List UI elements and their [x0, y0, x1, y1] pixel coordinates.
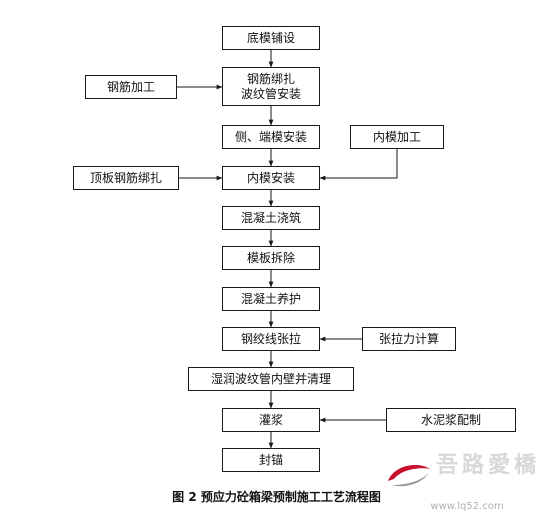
watermark-glyphs: 吾路愛橋 [436, 452, 541, 478]
flow-node-n6: 模板拆除 [222, 246, 320, 270]
flow-node-s1: 钢筋加工 [85, 75, 177, 99]
flow-node-label: 湿润波纹管内壁并清理 [210, 371, 331, 386]
figure-caption: 图 2 预应力砼箱梁预制施工工艺流程图 [172, 490, 381, 504]
flow-node-n11: 封锚 [222, 448, 320, 472]
flow-node-s2: 内模加工 [350, 125, 444, 149]
flow-node-n7: 混凝土养护 [222, 287, 320, 311]
flow-node-label: 混凝土浇筑 [240, 210, 301, 225]
flow-node-n3: 侧、端模安装 [222, 125, 320, 149]
flow-node-label: 侧、端模安装 [234, 129, 307, 144]
flow-edge-s2-n4 [319, 149, 398, 181]
flow-node-s3: 顶板钢筋绑扎 [73, 166, 179, 190]
flow-node-n9: 湿润波纹管内壁并清理 [188, 367, 354, 391]
flow-node-n1: 底模铺设 [222, 26, 320, 50]
flow-node-label: 模板拆除 [246, 250, 295, 265]
flow-node-label: 钢筋加工 [106, 79, 155, 94]
flow-node-n4: 内模安装 [222, 166, 320, 190]
watermark-logo-icon [388, 465, 430, 487]
flow-node-n2: 钢筋绑扎 波纹管安装 [222, 67, 320, 106]
flow-node-n8: 钢绞线张拉 [222, 327, 320, 351]
flow-node-label: 底模铺设 [246, 30, 295, 45]
flow-node-label: 张拉力计算 [378, 331, 439, 346]
flow-node-label: 内模加工 [372, 129, 421, 144]
flow-node-s5: 水泥浆配制 [386, 408, 516, 432]
flow-node-label: 混凝土养护 [240, 291, 301, 306]
flow-node-label: 水泥浆配制 [420, 412, 481, 427]
flow-node-label: 钢绞线张拉 [240, 331, 301, 346]
site-watermark: 吾路愛橋 www.lq52.com [382, 453, 552, 515]
flow-node-label: 内模安装 [246, 170, 295, 185]
flow-node-s4: 张拉力计算 [362, 327, 456, 351]
flow-node-label: 顶板钢筋绑扎 [89, 170, 162, 185]
flow-node-label: 灌浆 [258, 412, 283, 427]
flow-node-label: 封锚 [258, 452, 283, 467]
flow-node-n10: 灌浆 [222, 408, 320, 432]
watermark-url: www.lq52.com [430, 501, 504, 512]
flow-node-label: 钢筋绑扎 波纹管安装 [240, 71, 301, 101]
flow-node-n5: 混凝土浇筑 [222, 206, 320, 230]
